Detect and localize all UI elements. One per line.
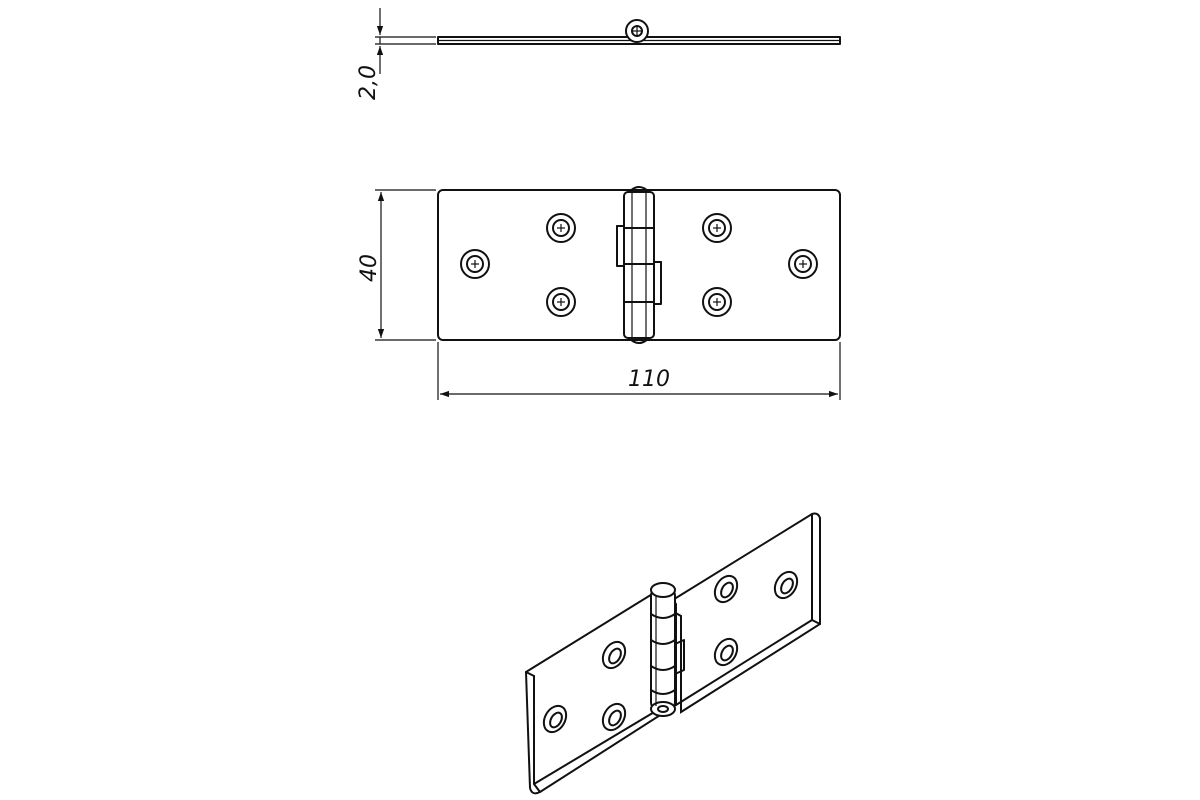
hole [601, 640, 627, 670]
front-view-plate [437, 189, 841, 341]
thickness-label: 2,0 [356, 65, 381, 100]
hole [788, 249, 818, 279]
length-dimension: 110 [437, 342, 841, 400]
hole [460, 249, 490, 279]
iso-holes [542, 570, 799, 734]
isometric-view [524, 512, 821, 795]
iso-right-leaf [661, 512, 821, 714]
iso-knuckle [650, 582, 685, 717]
hole [773, 570, 799, 600]
hole [702, 287, 732, 317]
height-dimension: 40 [357, 189, 436, 341]
height-label: 40 [357, 254, 382, 282]
front-view: 40 110 [357, 186, 841, 400]
thickness-dimension: 2,0 [356, 8, 436, 100]
top-view: 2,0 [356, 8, 841, 100]
front-view-knuckle [616, 186, 662, 344]
hole [713, 574, 739, 604]
hole [713, 637, 739, 667]
hole [546, 287, 576, 317]
hole [601, 702, 627, 732]
hole [546, 213, 576, 243]
length-label: 110 [628, 367, 670, 392]
front-view-holes [460, 213, 818, 317]
hole [702, 213, 732, 243]
hole [542, 704, 568, 734]
